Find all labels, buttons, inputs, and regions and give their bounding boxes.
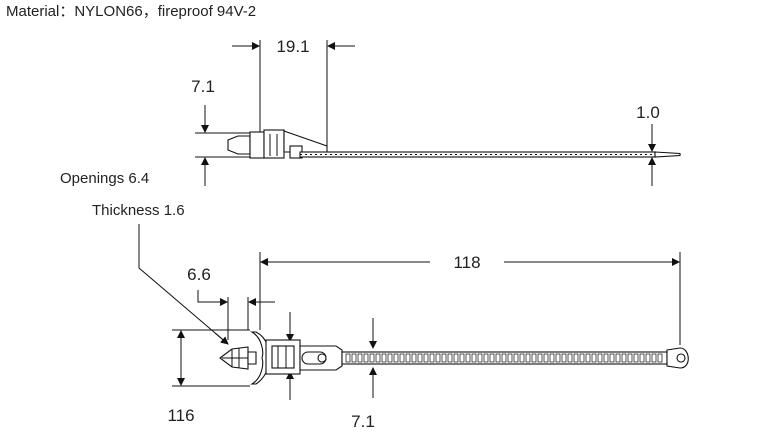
strap-tooth <box>531 353 537 363</box>
material-note: Material：NYLON66，fireproof 94V-2 <box>6 3 256 20</box>
strap-tooth <box>345 353 351 363</box>
strap-tooth <box>363 353 369 363</box>
dim-head-height-label: 7.1 <box>351 412 375 431</box>
strap-tooth <box>417 353 423 363</box>
strap-tooth <box>453 353 459 363</box>
front-view: Openings 6.4 Thickness 1.6 118 6.6 116 7… <box>60 170 689 431</box>
strap-tooth <box>639 353 645 363</box>
strap-tooth <box>657 353 663 363</box>
strap-tooth <box>609 353 615 363</box>
strap-tooth <box>381 353 387 363</box>
strap-tooth <box>591 353 597 363</box>
strap-tooth <box>525 353 531 363</box>
strap-tooth <box>393 353 399 363</box>
end-loop-hole <box>676 353 686 363</box>
strap-tooth <box>615 353 621 363</box>
strap-tooth <box>585 353 591 363</box>
side-head-collar <box>249 131 265 159</box>
strap-tooth <box>351 353 357 363</box>
strap-tooth <box>411 353 417 363</box>
strap-tooth <box>645 353 651 363</box>
strap-tooth <box>549 353 555 363</box>
strap-tooth <box>423 353 429 363</box>
strap-tooth <box>459 353 465 363</box>
dim-width-label: 19.1 <box>276 37 309 56</box>
strap-tooth <box>429 353 435 363</box>
strap-tooth <box>441 353 447 363</box>
strap-tooth <box>543 353 549 363</box>
strap-tooth <box>597 353 603 363</box>
strap-tooth <box>369 353 375 363</box>
strap-tooth <box>537 353 543 363</box>
strap-tooth <box>465 353 471 363</box>
strap-tooth <box>555 353 561 363</box>
dim-thickness-label: 1.0 <box>636 103 660 122</box>
strap-tooth <box>405 353 411 363</box>
strap-tooth <box>477 353 483 363</box>
strap-tooth <box>375 353 381 363</box>
strap-tooth <box>399 353 405 363</box>
tie-head-opening <box>271 345 295 369</box>
strap-tooth <box>627 353 633 363</box>
strap-tooth <box>567 353 573 363</box>
neck-hole <box>317 353 327 363</box>
strap-tooth <box>603 353 609 363</box>
strap-tooth <box>471 353 477 363</box>
openings-label: Openings 6.4 <box>60 170 149 187</box>
strap-tooth <box>519 353 525 363</box>
dim-length-label: 118 <box>453 253 480 272</box>
strap-tooth <box>501 353 507 363</box>
side-strap-tail <box>654 151 681 158</box>
strap-tooth <box>495 353 501 363</box>
strap-tooth <box>633 353 639 363</box>
strap-tooth <box>561 353 567 363</box>
strap-tooth <box>651 353 657 363</box>
strap-tooth <box>435 353 441 363</box>
thickness-label: Thickness 1.6 <box>92 202 185 219</box>
dim-height-label: 7.1 <box>191 77 215 96</box>
strap-tooth <box>447 353 453 363</box>
strap-tooth <box>507 353 513 363</box>
dim-left-height-label: 116 <box>167 406 194 425</box>
strap-tooth <box>573 353 579 363</box>
strap-teeth <box>345 353 663 363</box>
strap-tooth <box>483 353 489 363</box>
strap-tooth <box>579 353 585 363</box>
strap-tooth <box>387 353 393 363</box>
strap-tooth <box>357 353 363 363</box>
arrow-clip-neck <box>247 351 257 365</box>
side-head-body <box>263 129 285 159</box>
strap-tooth <box>489 353 495 363</box>
strap-tooth <box>621 353 627 363</box>
side-head-tip <box>227 135 251 155</box>
side-view: 19.1 7.1 1.0 <box>191 37 681 186</box>
leader-line <box>138 224 229 345</box>
dim-6-6-arrow-left <box>197 290 228 306</box>
strap-tooth <box>513 353 519 363</box>
dim-clip-label: 6.6 <box>187 265 211 284</box>
